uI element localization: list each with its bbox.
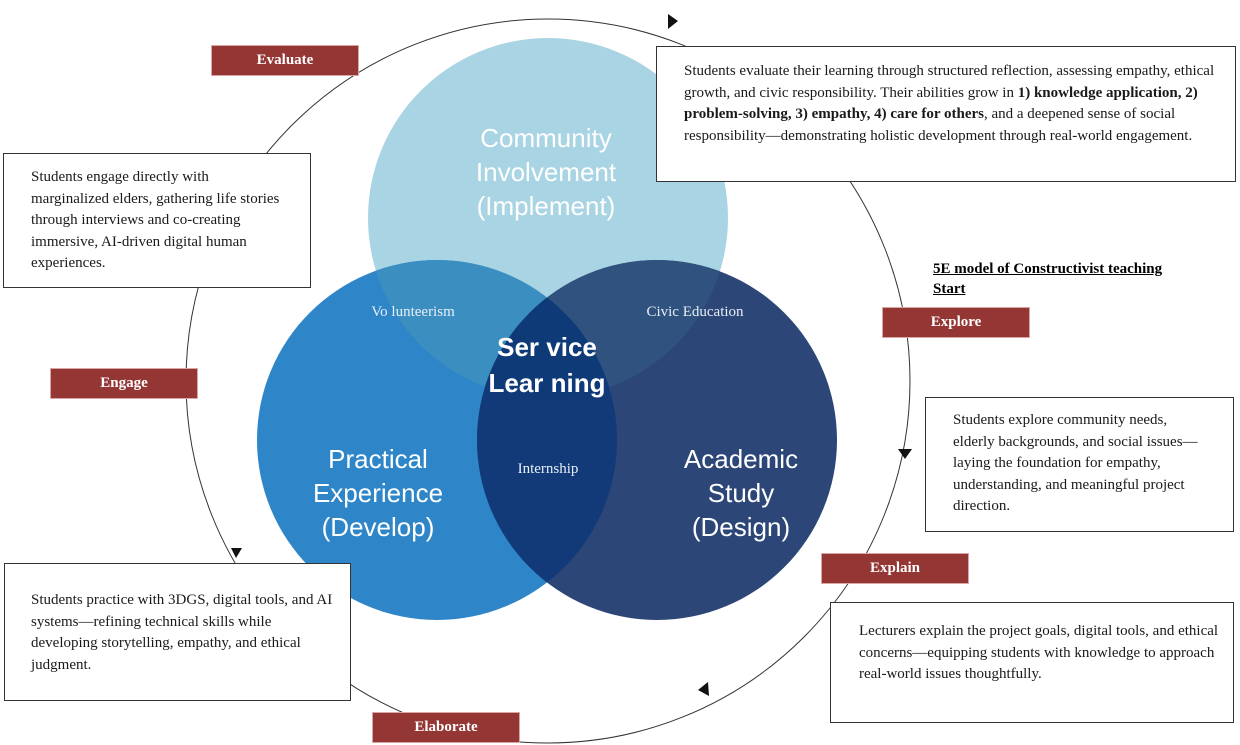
evaluate-desc-part-1: Students evaluate their learning through… bbox=[684, 63, 1215, 101]
evaluate-desc-part-2: , and a deepened sense of social respons… bbox=[684, 106, 1193, 144]
stage-label-elaborate: Elaborate bbox=[372, 712, 520, 743]
model-title-line-1: 5E model of Constructivist teaching bbox=[933, 261, 1163, 277]
stage-label-explore: Explore bbox=[882, 307, 1030, 338]
cycle-arrow-right-icon bbox=[898, 449, 912, 459]
stage-label-engage: Engage bbox=[50, 368, 198, 399]
stage-label-evaluate: Evaluate bbox=[211, 45, 359, 76]
practical-line-2: Experience bbox=[313, 478, 443, 508]
model-title: 5E model of Constructivist teaching Star… bbox=[933, 259, 1233, 299]
cycle-arrow-left-icon bbox=[231, 548, 242, 558]
overlap-center bbox=[477, 260, 617, 398]
elaborate-description: Students practice with 3DGS, digital too… bbox=[4, 563, 351, 701]
evaluate-description: Students evaluate their learning through… bbox=[656, 46, 1236, 182]
model-title-line-2: Start bbox=[933, 281, 966, 297]
academic-line-2: Study bbox=[708, 478, 775, 508]
center-line-2: Lear ning bbox=[488, 368, 605, 398]
cycle-arrow-top-icon bbox=[668, 14, 678, 29]
overlap-label-internship: Internship bbox=[518, 461, 579, 477]
practical-line-1: Practical bbox=[328, 444, 428, 474]
overlap-label-volunteerism: Vo lunteerism bbox=[371, 304, 455, 320]
stage-label-explain: Explain bbox=[821, 553, 969, 584]
engage-description: Students engage directly with marginaliz… bbox=[3, 153, 311, 288]
practical-line-3: (Develop) bbox=[322, 512, 435, 542]
community-line-3: (Implement) bbox=[477, 191, 616, 221]
community-line-2: Involvement bbox=[476, 157, 617, 187]
community-line-1: Community bbox=[480, 123, 611, 153]
academic-line-3: (Design) bbox=[692, 512, 790, 542]
evaluate-desc-bold: 1) knowledge application, 2) problem-sol… bbox=[684, 84, 1198, 123]
overlap-label-civic-education: Civic Education bbox=[646, 304, 744, 320]
cycle-arrow-bottom-right-icon bbox=[698, 682, 709, 696]
academic-line-1: Academic bbox=[684, 444, 798, 474]
center-line-1: Ser vice bbox=[497, 332, 597, 362]
explore-description: Students explore community needs, elderl… bbox=[925, 397, 1234, 532]
explain-description: Lecturers explain the project goals, dig… bbox=[830, 602, 1234, 723]
